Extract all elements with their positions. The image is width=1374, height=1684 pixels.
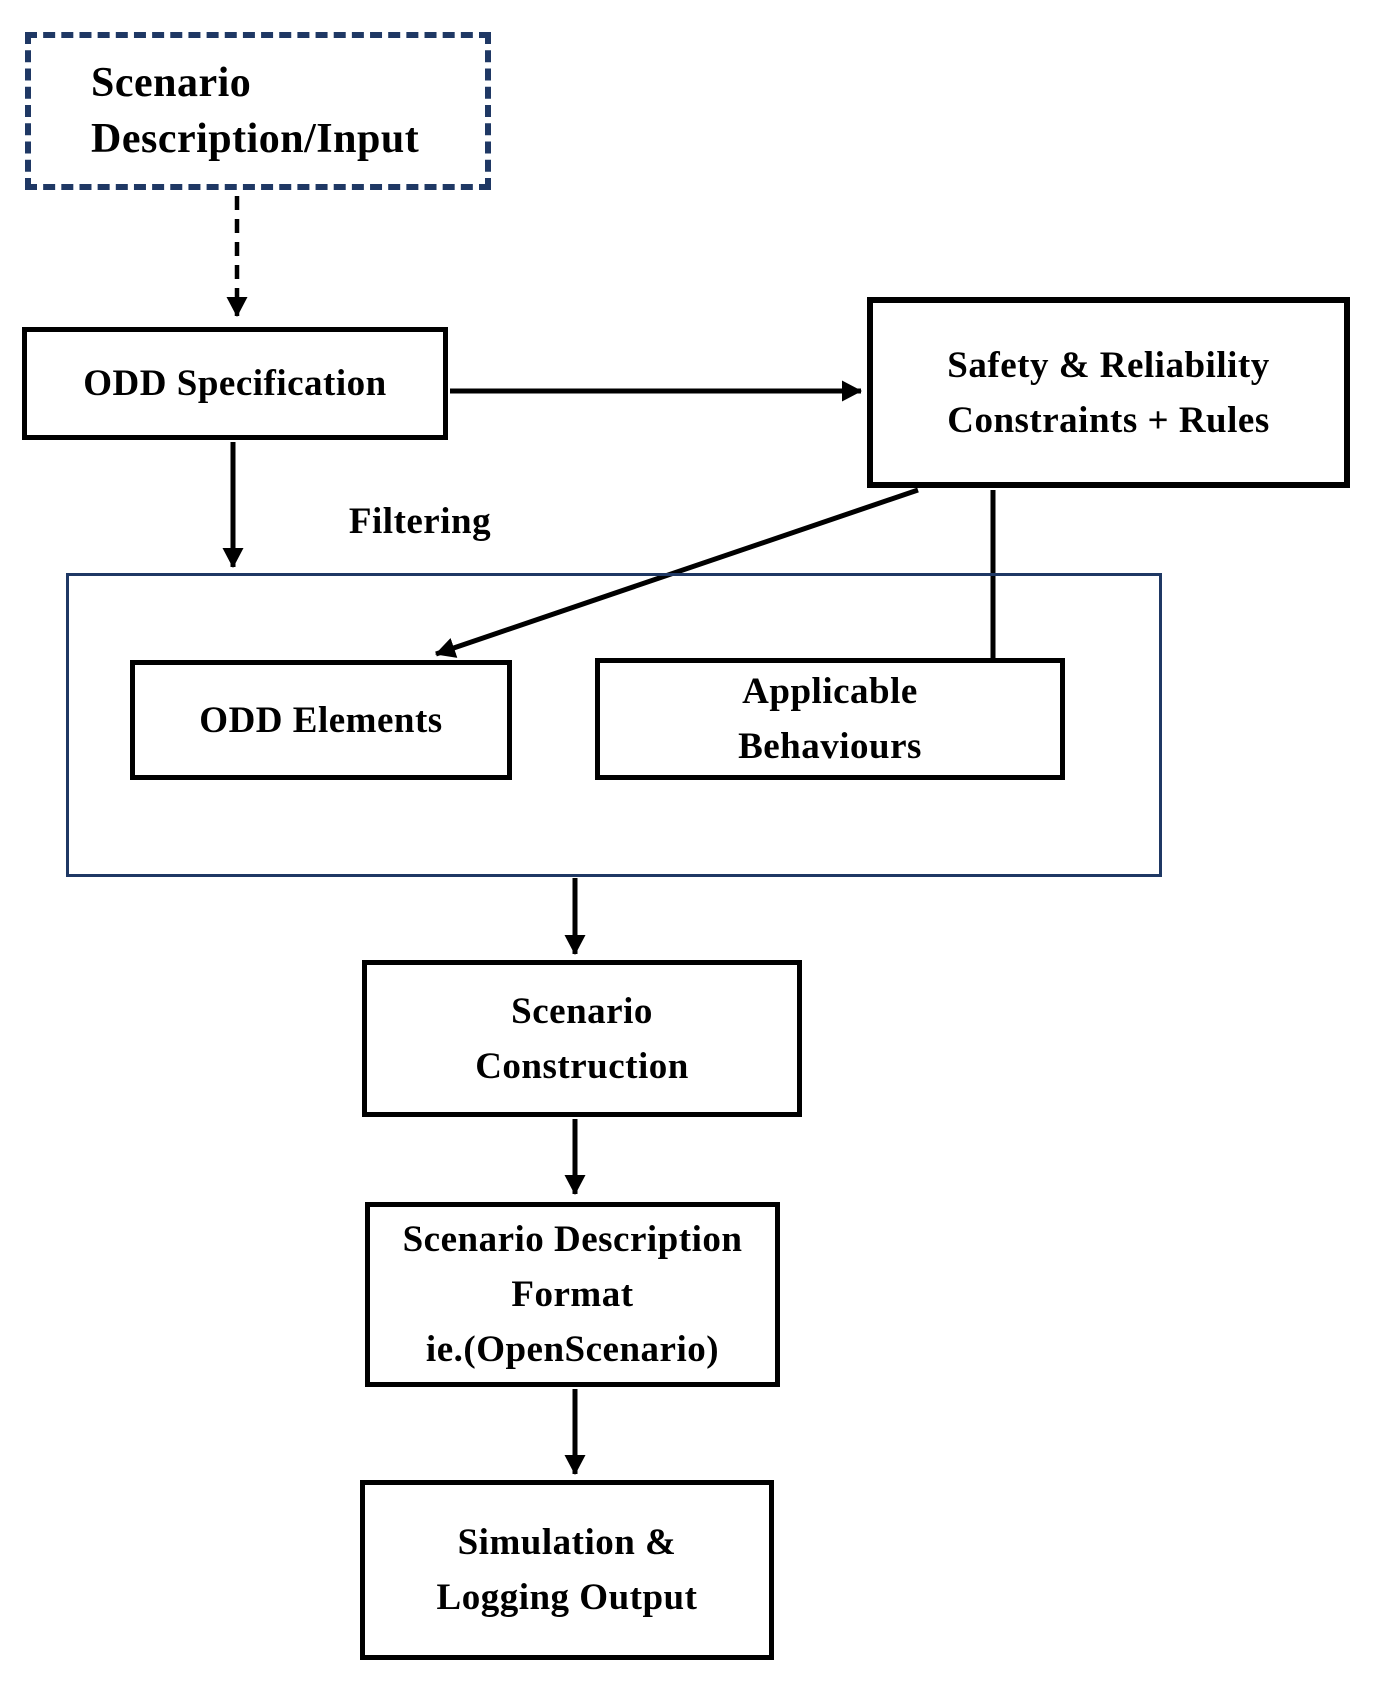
scenario-construction-label-line2: Construction [475, 1045, 689, 1087]
safety-reliability-box: Safety & Reliability Constraints + Rules [867, 297, 1350, 488]
simulation-logging-output-label-line1: Simulation & [457, 1522, 677, 1563]
applicable-behaviours-box: Applicable Behaviours [595, 658, 1065, 780]
scenario-description-format-label-line3: ie.(OpenScenario) [425, 1329, 720, 1370]
scenario-description-format-label-line2: Format [511, 1274, 634, 1315]
scenario-input-label-line2: Description/Input [91, 116, 420, 162]
odd-specification-box: ODD Specification [22, 327, 448, 440]
filter-group-frame [66, 573, 1162, 877]
simulation-logging-output-box: Simulation & Logging Output [360, 1480, 774, 1660]
odd-elements-box: ODD Elements [130, 660, 512, 780]
scenario-construction-box: Scenario Construction [362, 960, 802, 1117]
scenario-description-format-box: Scenario Description Format ie.(OpenScen… [365, 1202, 780, 1387]
scenario-description-format-label-line1: Scenario Description [402, 1219, 743, 1260]
safety-reliability-label-line2: Constraints + Rules [947, 399, 1270, 441]
simulation-logging-output-label-line2: Logging Output [436, 1577, 698, 1618]
filtering-label: Filtering [348, 501, 492, 542]
safety-reliability-label-line1: Safety & Reliability [947, 344, 1270, 386]
odd-specification-label: ODD Specification [83, 363, 387, 404]
scenario-input-box: Scenario Description/Input [25, 32, 491, 190]
scenario-input-label-line1: Scenario [91, 60, 252, 106]
scenario-construction-label-line1: Scenario [511, 990, 653, 1032]
applicable-behaviours-label-line2: Behaviours [738, 726, 922, 767]
odd-elements-label: ODD Elements [199, 699, 443, 741]
applicable-behaviours-label-line1: Applicable [742, 671, 918, 712]
